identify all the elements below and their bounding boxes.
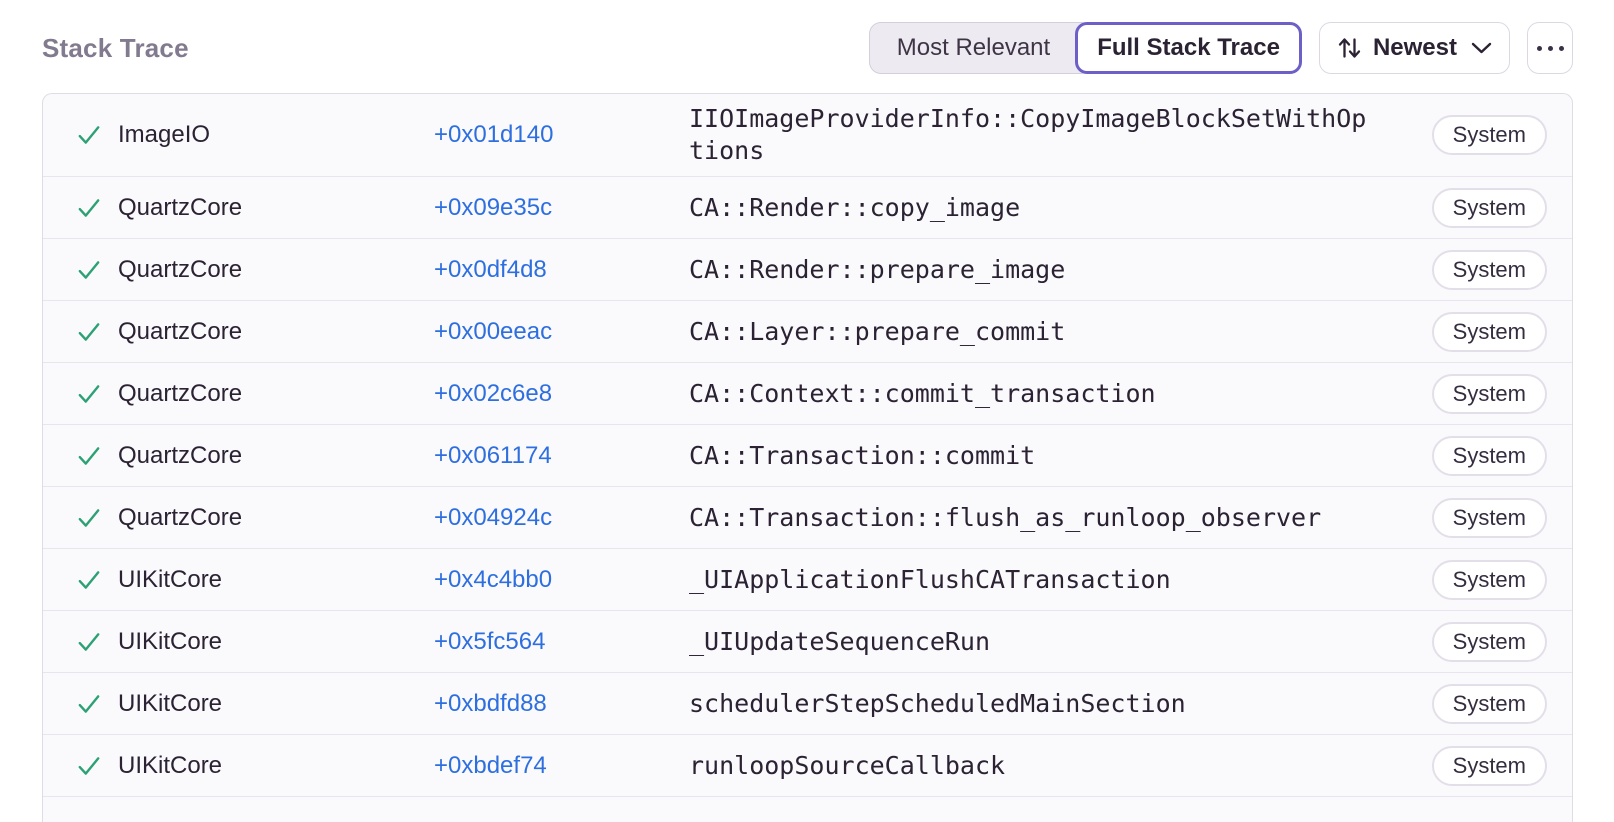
stack-frame-row[interactable]: QuartzCore +0x04924c CA::Transaction::fl… [43, 487, 1572, 549]
frame-system-badge: System [1431, 373, 1547, 414]
frame-module: QuartzCore [118, 317, 243, 345]
frame-system-badge: System [1431, 311, 1547, 352]
sort-newest-dropdown[interactable]: Newest [1318, 22, 1510, 74]
frame-module: QuartzCore [118, 441, 243, 469]
stack-trace-table: ImageIO +0x01d140 IIOImageProviderInfo::… [42, 93, 1573, 822]
frame-module: ImageIO [118, 121, 211, 148]
frame-system-badge: System [1431, 115, 1547, 155]
check-icon [76, 691, 102, 717]
frame-function: _UIUpdateSequenceRun [689, 626, 991, 656]
frame-address-link[interactable]: +0x4c4bb0 [434, 565, 553, 593]
check-icon [76, 381, 102, 407]
page-title: Stack Trace [42, 32, 189, 63]
frame-function: _UIApplicationFlushCATransaction [689, 564, 1171, 594]
frame-function: IIOImageProviderInfo::CopyImageBlockSetW… [689, 104, 1367, 165]
frame-module: UIKitCore [118, 565, 223, 593]
check-icon [76, 122, 102, 148]
stack-frame-row[interactable]: UIKitCore +0x4c4bb0 _UIApplicationFlushC… [43, 549, 1572, 611]
frame-address-link[interactable]: +0xbdef74 [434, 751, 547, 779]
frame-function: CA::Transaction::commit [689, 440, 1036, 470]
frame-function: CA::Render::prepare_image [689, 254, 1066, 284]
toolbar: Most Relevant Full Stack Trace Newest [868, 22, 1573, 74]
frame-module: QuartzCore [118, 193, 243, 221]
frame-module: UIKitCore [118, 751, 223, 779]
check-icon [76, 505, 102, 531]
stack-frame-row[interactable]: UIKitCore +0xbdef74 runloopSourceCallbac… [43, 735, 1572, 797]
stack-trace-header: Stack Trace Most Relevant Full Stack Tra… [42, 21, 1573, 75]
stack-frame-row[interactable]: QuartzCore +0x09e35c CA::Render::copy_im… [43, 177, 1572, 239]
stack-frame-row[interactable]: UIKitCore +0xbdfd88 schedulerStepSchedul… [43, 673, 1572, 735]
frame-address-link[interactable]: +0x00eeac [434, 317, 553, 345]
frame-address-link[interactable]: +0x09e35c [434, 193, 553, 221]
check-icon [76, 753, 102, 779]
stack-frame-row[interactable]: ImageIO +0x01d140 IIOImageProviderInfo::… [43, 94, 1572, 177]
frame-address-link[interactable]: +0xbdfd88 [434, 689, 547, 717]
check-icon [76, 629, 102, 655]
frame-function: CA::Context::commit_transaction [689, 378, 1156, 408]
most-relevant-button[interactable]: Most Relevant [868, 22, 1094, 74]
check-icon [76, 443, 102, 469]
frame-system-badge: System [1431, 745, 1547, 786]
chevron-down-icon [1471, 42, 1492, 54]
stack-frame-row[interactable]: QuartzCore +0x02c6e8 CA::Context::commit… [43, 363, 1572, 425]
frame-module: QuartzCore [118, 255, 243, 283]
frame-system-badge: System [1431, 559, 1547, 600]
frame-system-badge: System [1431, 683, 1547, 724]
frame-function: runloopSourceCallback [689, 750, 1006, 780]
frame-function: CA::Layer::prepare_commit [689, 316, 1066, 346]
frame-system-badge: System [1431, 249, 1547, 290]
stack-frame-row[interactable]: QuartzCore +0x061174 CA::Transaction::co… [43, 425, 1572, 487]
frame-function: CA::Transaction::flush_as_runloop_observ… [689, 502, 1322, 532]
stack-frame-row[interactable]: UIKitCore +0x5fc564 _UIUpdateSequenceRun… [43, 611, 1572, 673]
view-toggle: Most Relevant Full Stack Trace [868, 22, 1302, 74]
stack-frame-row[interactable]: QuartzCore +0x00eeac CA::Layer::prepare_… [43, 301, 1572, 363]
frame-function: CA::Render::copy_image [689, 192, 1021, 222]
more-options-button[interactable] [1527, 22, 1573, 74]
frame-system-badge: System [1431, 435, 1547, 476]
frame-system-badge: System [1431, 497, 1547, 538]
up-down-arrows-icon [1337, 35, 1362, 61]
frame-address-link[interactable]: +0x02c6e8 [434, 379, 553, 407]
frame-system-badge: System [1431, 187, 1547, 228]
full-stack-trace-button[interactable]: Full Stack Trace [1075, 22, 1302, 74]
check-icon [76, 319, 102, 345]
check-icon [76, 257, 102, 283]
frame-module: UIKitCore [118, 627, 223, 655]
frame-module: QuartzCore [118, 379, 243, 407]
stack-frame-row[interactable]: QuartzCore +0x0df4d8 CA::Render::prepare… [43, 239, 1572, 301]
frame-address-link[interactable]: +0x5fc564 [434, 627, 546, 655]
frame-address-link[interactable]: +0x01d140 [434, 121, 554, 148]
frame-address-link[interactable]: +0x04924c [434, 503, 553, 531]
check-icon [76, 567, 102, 593]
sort-label: Newest [1372, 34, 1457, 61]
ellipsis-icon [1536, 45, 1564, 51]
frame-module: QuartzCore [118, 503, 243, 531]
frame-system-badge: System [1431, 621, 1547, 662]
frame-address-link[interactable]: +0x0df4d8 [434, 255, 547, 283]
check-icon [76, 195, 102, 221]
frame-address-link[interactable]: +0x061174 [434, 441, 552, 469]
frame-function: schedulerStepScheduledMainSection [689, 688, 1186, 718]
frame-module: UIKitCore [118, 689, 223, 717]
